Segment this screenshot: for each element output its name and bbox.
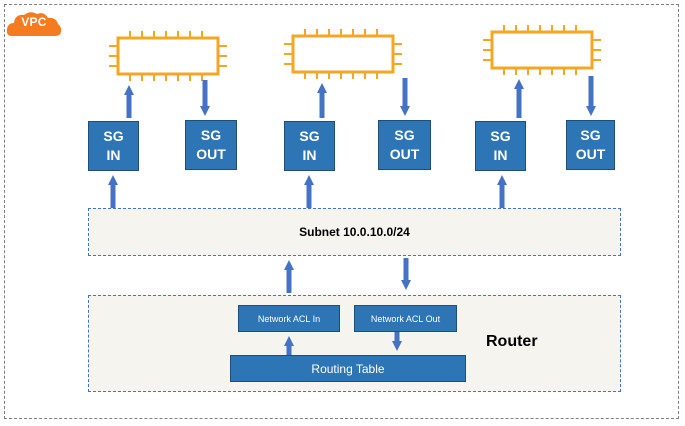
ec2-instance-3-chip-icon xyxy=(483,25,601,75)
sg-out-box-1: SG OUT xyxy=(185,120,237,170)
sg-out-label-3: SG xyxy=(580,127,601,143)
vpc-cloud-icon xyxy=(6,12,62,37)
ec2-instance-2-chip-icon xyxy=(284,29,402,79)
sg-in-label-1: SG xyxy=(103,128,124,144)
subnet-panel: Subnet 10.0.10.0/24 xyxy=(88,208,621,256)
sg-in-sub-3: IN xyxy=(493,147,508,163)
sg-in-label-3: SG xyxy=(490,128,511,144)
subnet-label: Subnet 10.0.10.0/24 xyxy=(299,225,410,239)
network-acl-in-box: Network ACL In xyxy=(238,305,340,332)
sg-in-box-1: SG IN xyxy=(88,121,139,171)
sg-in-sub-1: IN xyxy=(106,147,121,163)
sg-out-label-2: SG xyxy=(394,127,415,143)
sg-out-sub-2: OUT xyxy=(389,146,420,162)
sg-out-sub-1: OUT xyxy=(196,146,226,162)
sg-in-label-2: SG xyxy=(299,128,320,144)
network-acl-out-box: Network ACL Out xyxy=(354,305,457,332)
router-label: Router xyxy=(486,333,538,350)
sg-in-sub-2: IN xyxy=(302,147,317,163)
sg-in-box-2: SG IN xyxy=(284,121,335,171)
sg-in-box-3: SG IN xyxy=(475,121,526,171)
sg-out-box-2: SG OUT xyxy=(378,120,431,170)
vpc-boundary xyxy=(4,4,679,419)
sg-out-sub-3: OUT xyxy=(575,146,606,162)
sg-out-box-3: SG OUT xyxy=(566,120,615,170)
vpc-label: VPC xyxy=(21,15,47,29)
ec2-instance-1-chip-icon xyxy=(109,31,227,81)
sg-out-label-1: SG xyxy=(200,127,222,143)
routing-table-box: Routing Table xyxy=(230,355,466,382)
